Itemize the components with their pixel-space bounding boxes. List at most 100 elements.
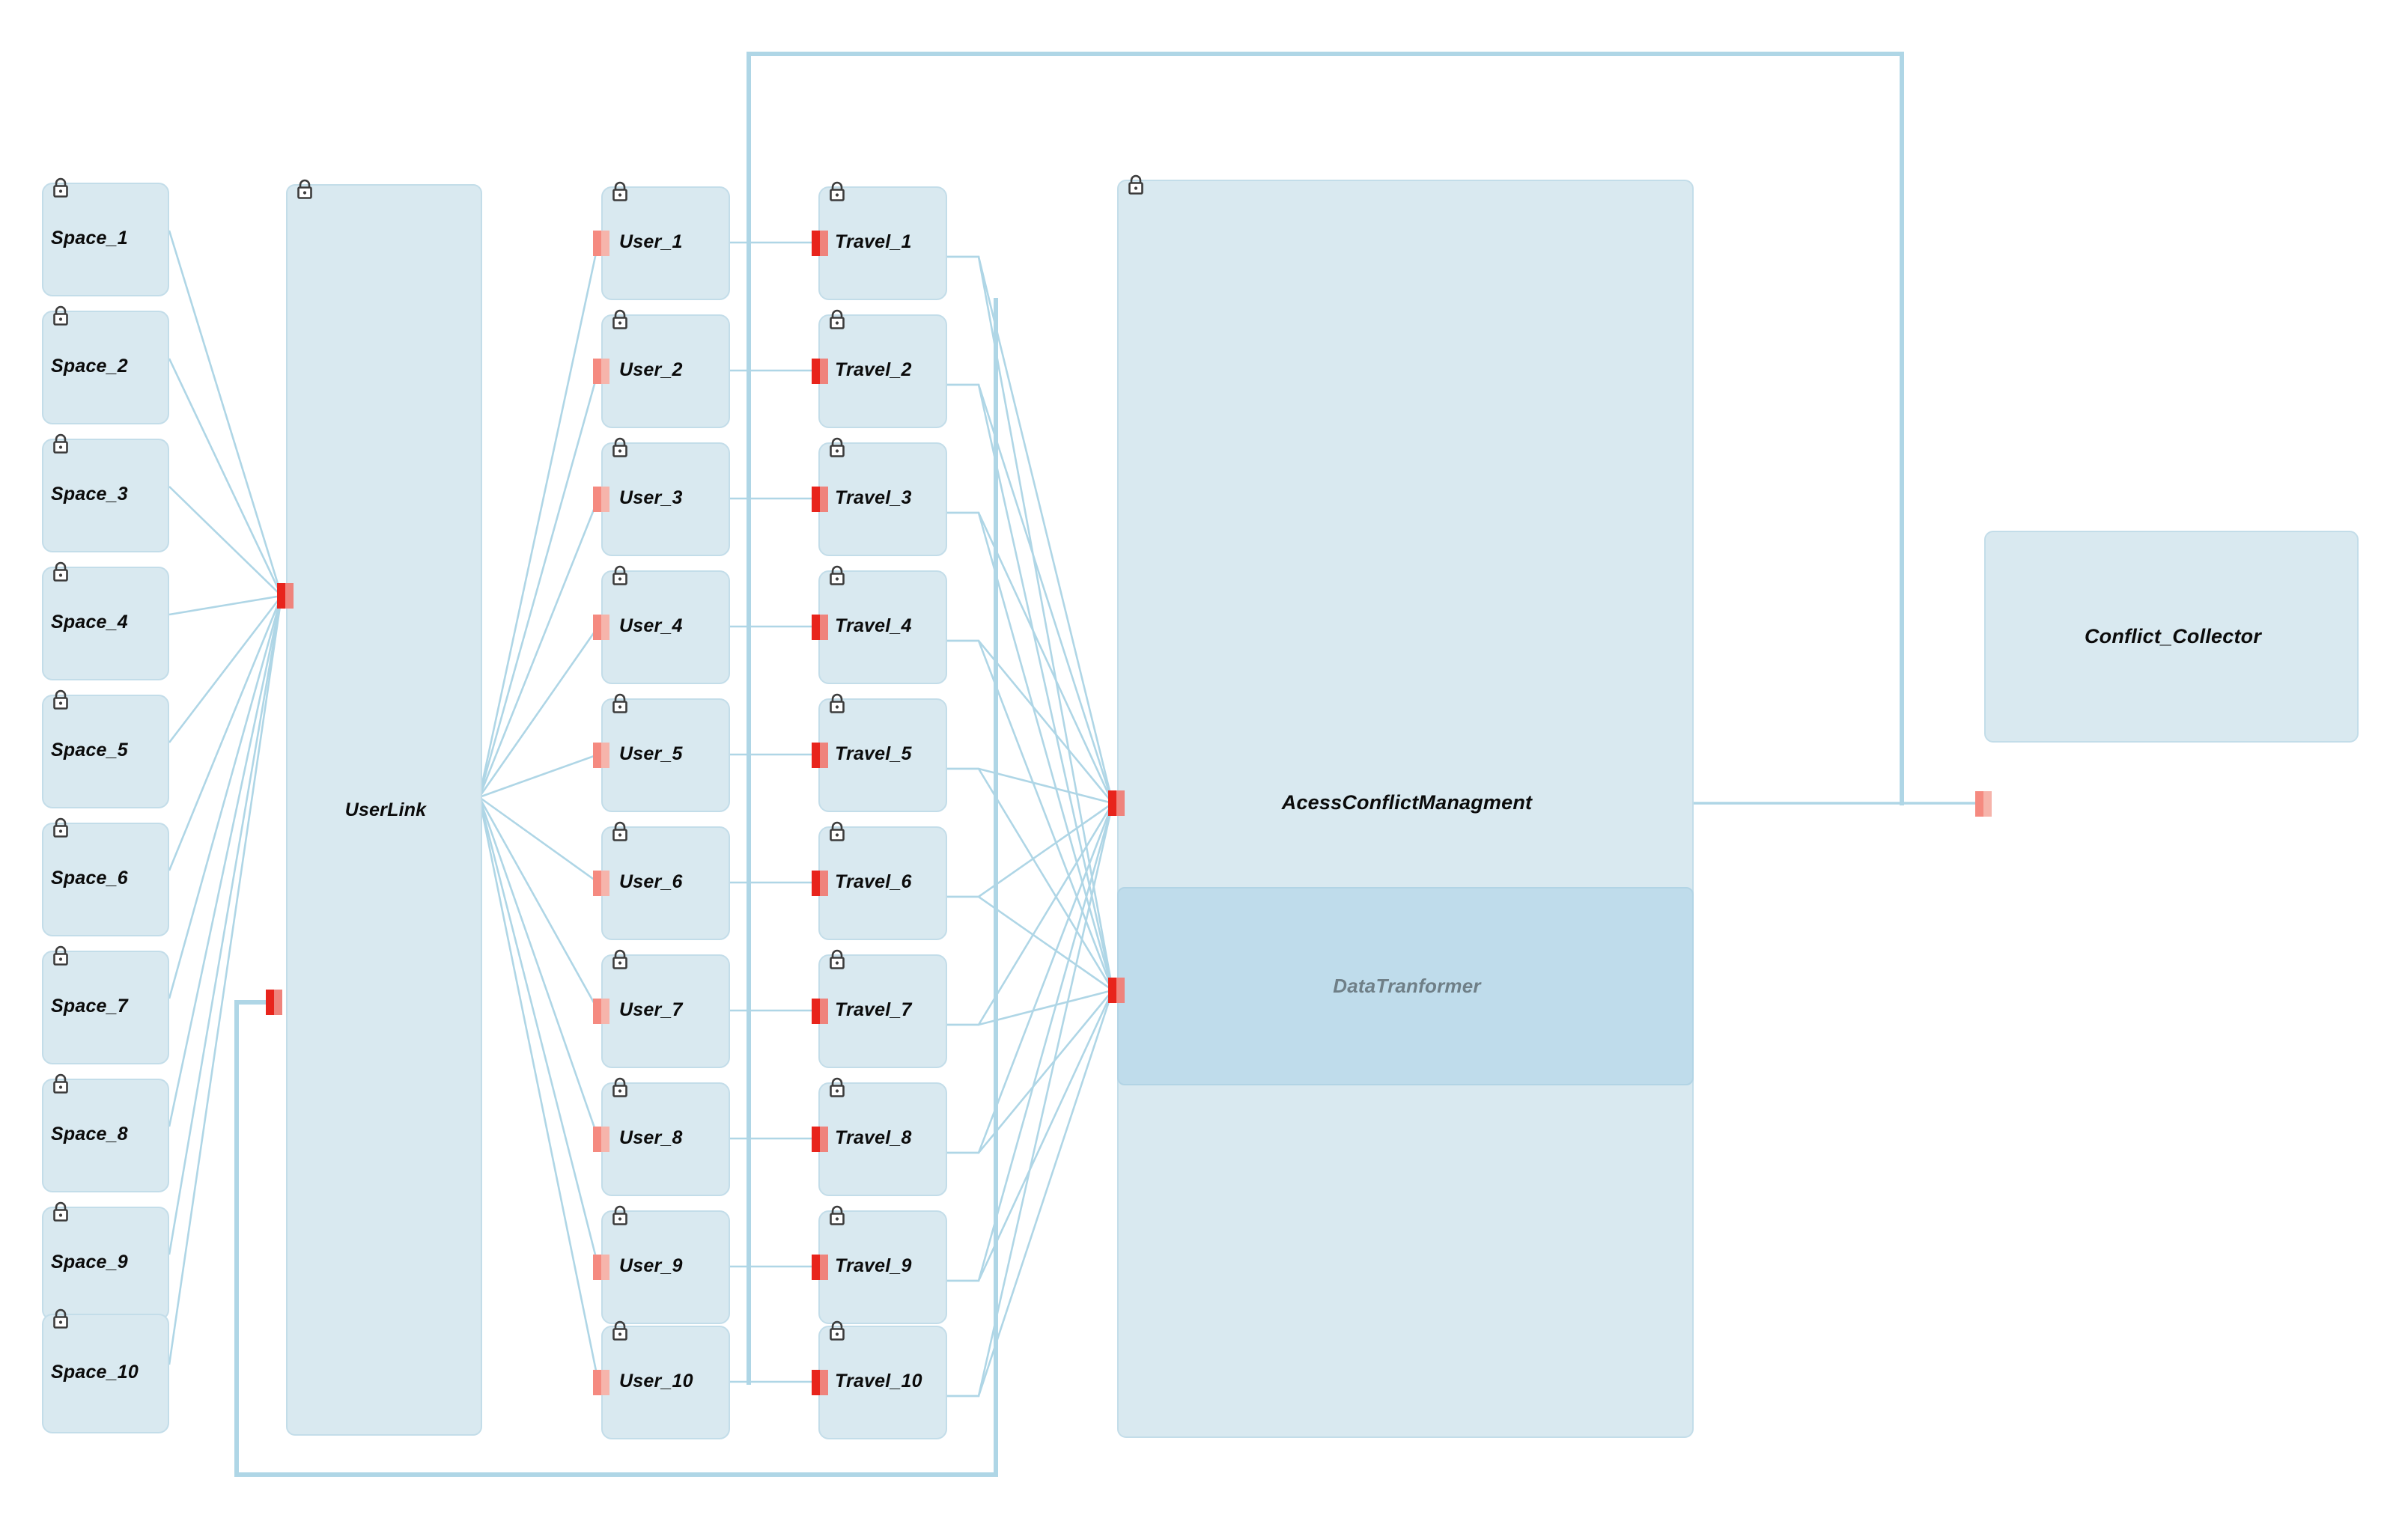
user-node-9[interactable]: User_9 [601, 1205, 730, 1324]
node-label: Travel_4 [835, 615, 912, 636]
node-label: Space_7 [51, 996, 128, 1017]
travel-8-port[interactable] [812, 1127, 828, 1152]
space-node-1[interactable]: Space_1 [42, 177, 169, 296]
userlink-feedback-port[interactable] [266, 990, 282, 1015]
travel-10-port[interactable] [812, 1370, 828, 1395]
access-conflict-managment-node[interactable]: AcessConflictManagment [1117, 174, 1694, 1438]
lock-icon [610, 308, 630, 331]
lock-icon [51, 945, 70, 967]
travel-5-port[interactable] [812, 743, 828, 768]
user-2-port[interactable] [593, 359, 609, 384]
node-label: DataTranformer [1333, 975, 1481, 997]
user-node-8[interactable]: User_8 [601, 1077, 730, 1196]
lock-icon [827, 180, 847, 203]
travel-node-5[interactable]: Travel_5 [818, 693, 947, 812]
lock-icon [827, 820, 847, 843]
space-node-4[interactable]: Space_4 [42, 561, 169, 680]
lock-icon [827, 436, 847, 459]
travel-node-10[interactable]: Travel_10 [818, 1320, 947, 1439]
travel-1-port[interactable] [812, 231, 828, 256]
node-label: Travel_5 [835, 743, 912, 764]
user-node-3[interactable]: User_3 [601, 437, 730, 556]
lock-icon [51, 561, 70, 583]
node-label: User_1 [619, 231, 683, 252]
user-1-port[interactable] [593, 231, 609, 256]
node-label: Space_3 [51, 484, 128, 505]
space-node-9[interactable]: Space_9 [42, 1201, 169, 1320]
lock-icon [610, 948, 630, 971]
travel-2-port[interactable] [812, 359, 828, 384]
travel-3-port[interactable] [812, 487, 828, 512]
space-node-8[interactable]: Space_8 [42, 1073, 169, 1192]
user-10-port[interactable] [593, 1370, 609, 1395]
node-label: Travel_10 [835, 1371, 922, 1392]
user-7-port[interactable] [593, 999, 609, 1024]
node-label: Space_8 [51, 1124, 128, 1145]
node-label: Travel_1 [835, 231, 912, 252]
node-label: Space_1 [51, 228, 128, 249]
user-3-port[interactable] [593, 487, 609, 512]
travel-node-2[interactable]: Travel_2 [818, 309, 947, 428]
node-label: Space_9 [51, 1252, 128, 1272]
lock-icon [610, 1320, 630, 1342]
travel-node-4[interactable]: Travel_4 [818, 565, 947, 684]
collector-input-port[interactable] [1975, 791, 1992, 817]
node-label: Travel_9 [835, 1255, 912, 1276]
travel-node-7[interactable]: Travel_7 [818, 949, 947, 1068]
user-node-2[interactable]: User_2 [601, 309, 730, 428]
lock-icon [295, 178, 314, 201]
user-node-6[interactable]: User_6 [601, 821, 730, 940]
node-label: Space_5 [51, 740, 128, 761]
lock-icon [610, 820, 630, 843]
space-node-7[interactable]: Space_7 [42, 945, 169, 1064]
node-label: UserLink [344, 799, 427, 820]
travel-node-8[interactable]: Travel_8 [818, 1077, 947, 1196]
acm-input-port-top[interactable] [1108, 790, 1125, 816]
space-node-6[interactable]: Space_6 [42, 817, 169, 936]
lock-icon [610, 436, 630, 459]
user-4-port[interactable] [593, 615, 609, 640]
space-node-3[interactable]: Space_3 [42, 433, 169, 552]
user-9-port[interactable] [593, 1255, 609, 1280]
travel-node-9[interactable]: Travel_9 [818, 1205, 947, 1324]
node-label: Travel_8 [835, 1127, 912, 1148]
userlink-input-port[interactable] [277, 583, 294, 609]
node-label: Conflict_Collector [2084, 625, 2262, 647]
acm-input-port-bottom[interactable] [1108, 978, 1125, 1003]
user-node-4[interactable]: User_4 [601, 565, 730, 684]
travel-node-6[interactable]: Travel_6 [818, 821, 947, 940]
user-node-7[interactable]: User_7 [601, 949, 730, 1068]
node-label: User_5 [619, 743, 683, 764]
lock-icon [51, 1308, 70, 1330]
node-label: User_2 [619, 359, 683, 380]
travel-node-3[interactable]: Travel_3 [818, 437, 947, 556]
travel-6-port[interactable] [812, 871, 828, 896]
node-label: AcessConflictManagment [1281, 791, 1533, 814]
node-label: User_3 [619, 487, 683, 508]
travel-4-port[interactable] [812, 615, 828, 640]
node-label: User_10 [619, 1371, 693, 1392]
user-node-5[interactable]: User_5 [601, 693, 730, 812]
travel-node-1[interactable]: Travel_1 [818, 181, 947, 300]
data-tranformer-node[interactable]: DataTranformer [1117, 887, 1694, 1085]
user-6-port[interactable] [593, 871, 609, 896]
conflict-collector-node[interactable]: Conflict_Collector [1984, 531, 2359, 743]
user-5-port[interactable] [593, 743, 609, 768]
user-node-10[interactable]: User_10 [601, 1320, 730, 1439]
travel-7-port[interactable] [812, 999, 828, 1024]
userlink-node[interactable]: UserLink [286, 179, 482, 1436]
travel-9-port[interactable] [812, 1255, 828, 1280]
node-label: User_8 [619, 1127, 683, 1148]
lock-icon [51, 305, 70, 327]
space-node-5[interactable]: Space_5 [42, 689, 169, 808]
node-label: Travel_3 [835, 487, 912, 508]
space-node-2[interactable]: Space_2 [42, 305, 169, 424]
lock-icon [827, 564, 847, 587]
node-label: Travel_6 [835, 871, 912, 892]
user-node-1[interactable]: User_1 [601, 181, 730, 300]
lock-icon [610, 1204, 630, 1227]
user-8-port[interactable] [593, 1127, 609, 1152]
space-node-10[interactable]: Space_10 [42, 1308, 169, 1433]
lock-icon [610, 692, 630, 715]
